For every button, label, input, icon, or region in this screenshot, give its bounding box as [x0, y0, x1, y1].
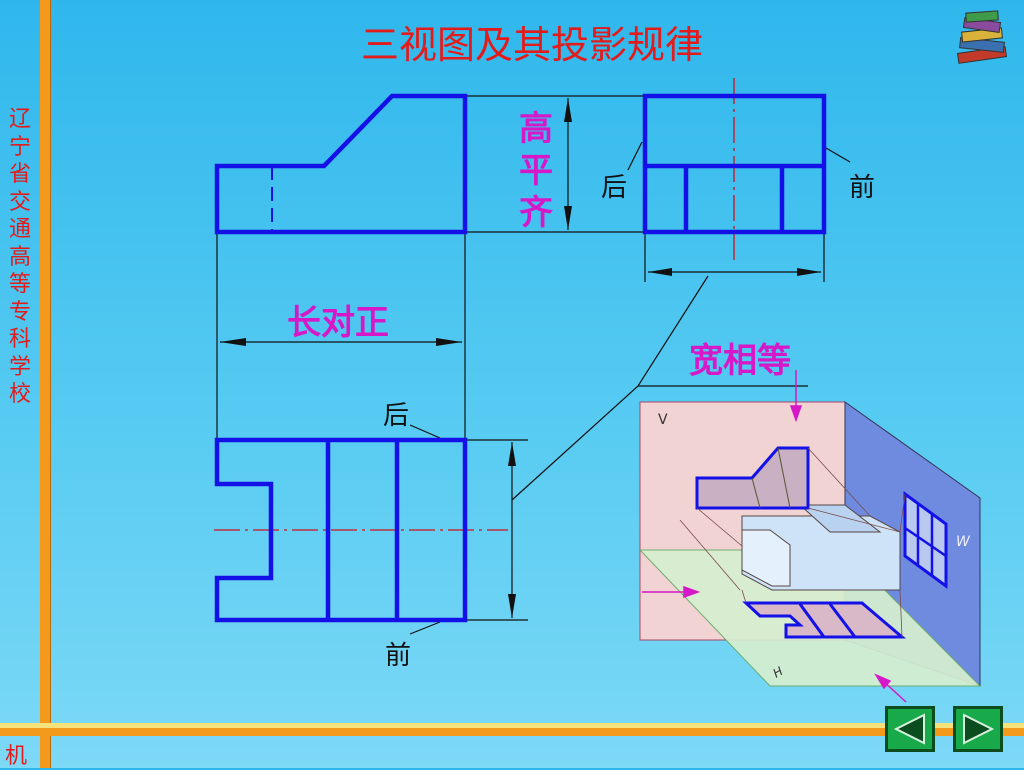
- height-rule-label-2: 平: [519, 151, 553, 191]
- top-view-back-label: 后: [383, 401, 409, 431]
- plane-w-label: W: [956, 534, 971, 550]
- side-view: [642, 93, 827, 235]
- width-rule-label: 宽相等: [689, 341, 791, 381]
- front-view: [214, 93, 468, 235]
- center-lines: [214, 78, 735, 531]
- dimension-arrows: [220, 98, 821, 618]
- vertical-orange-bar: [40, 0, 50, 768]
- side-view-front-label: 前: [849, 173, 875, 203]
- bottom-label: 机: [5, 744, 28, 769]
- page-title: 三视图及其投影规律: [360, 23, 703, 67]
- top-view: [214, 437, 468, 623]
- length-rule-label: 长对正: [287, 303, 389, 343]
- projection-box: [638, 401, 982, 687]
- horizontal-orange-bar: [0, 728, 1024, 736]
- left-arrow-icon: [893, 713, 925, 745]
- plane-v-label: V: [658, 412, 668, 428]
- diagram-labels: 高 平 齐 长对正 宽相等 后 前 后 前 V W H: [287, 109, 971, 681]
- height-rule-label-3: 齐: [519, 193, 553, 233]
- left-rail: 辽宁省交通高等专科学校 机: [0, 0, 40, 769]
- horizontal-yellow-bar: [0, 723, 1024, 728]
- projection-lines: [216, 95, 851, 635]
- height-rule-label-1: 高: [519, 109, 553, 149]
- top-view-front-label: 前: [385, 641, 411, 671]
- prev-slide-button[interactable]: [885, 706, 935, 752]
- school-name: 辽宁省交通高等专科学校: [8, 107, 31, 407]
- right-arrow-icon: [963, 713, 995, 745]
- view-direction-arrows: [642, 370, 907, 703]
- next-slide-button[interactable]: [953, 706, 1003, 752]
- side-view-back-label: 后: [601, 173, 627, 203]
- books-icon: [956, 10, 1008, 64]
